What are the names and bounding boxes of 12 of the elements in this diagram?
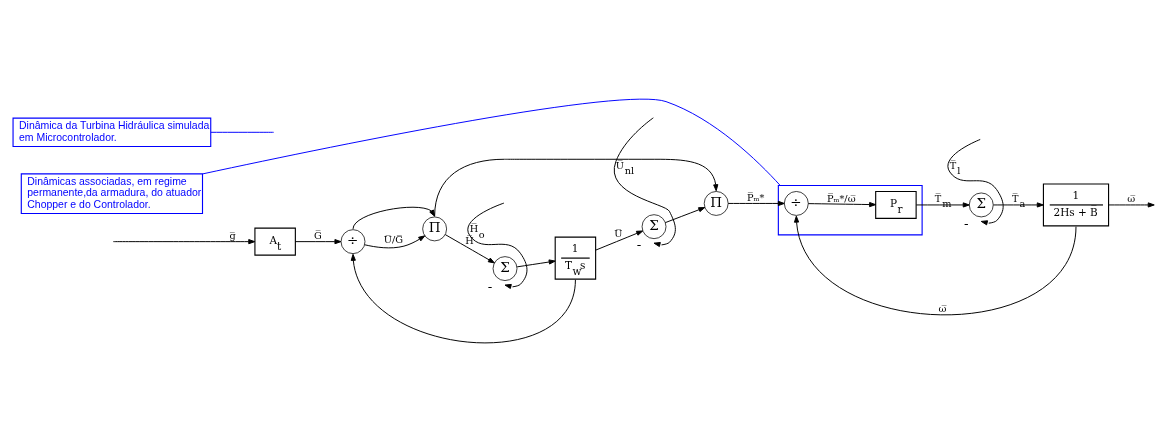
edge-label: g̅ <box>229 229 236 241</box>
edge-label: P̅ₘ* <box>746 191 765 203</box>
edge-label: ω̅ <box>938 302 947 314</box>
edge-label: ω̅ <box>1127 193 1136 205</box>
node-label: - <box>487 278 493 295</box>
node-label: - <box>964 214 969 231</box>
node-label: - <box>636 236 642 253</box>
edge-label: U̅/G̅ <box>383 234 403 246</box>
edge-label: H̅ <box>465 235 474 247</box>
edge-label: U̅ <box>614 228 623 240</box>
edge-label: P̅ₘ*/ω̅ <box>827 192 856 204</box>
edge-label: G̅ <box>314 229 322 241</box>
